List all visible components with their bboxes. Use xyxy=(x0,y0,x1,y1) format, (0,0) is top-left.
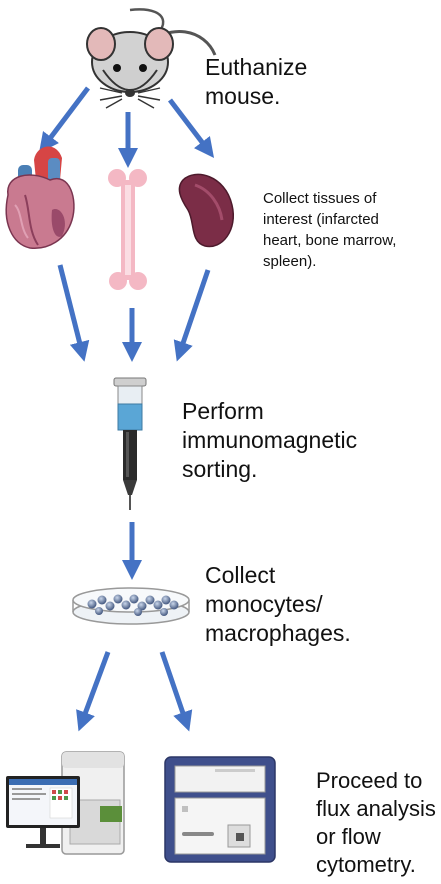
arrows-tissues-to-sorter xyxy=(57,264,211,362)
heart-icon xyxy=(5,146,75,249)
step-collect-tissues-label: Collect tissues of interest (infarcted h… xyxy=(263,190,397,270)
flux-analyzer-icon xyxy=(6,751,125,855)
step-euthanize-label: Euthanize mouse. xyxy=(205,54,308,109)
magnetic-sorter-icon xyxy=(113,377,147,510)
step-collect-cells-label: Collect monocytes/ macrophages. xyxy=(205,562,351,646)
petri-dish-icon xyxy=(72,587,190,625)
arrows-mouse-to-tissues xyxy=(38,86,215,168)
cells-icon xyxy=(87,594,179,616)
mouse-icon xyxy=(86,8,217,109)
flow-cytometer-icon xyxy=(164,756,276,863)
step-proceed-label: Proceed to flux analysis or flow cytomet… xyxy=(316,768,436,877)
arrows-dish-to-instruments xyxy=(76,651,193,732)
step-sort-label: Perform immunomagnetic sorting. xyxy=(182,398,358,482)
spleen-icon xyxy=(178,173,234,248)
bone-icon xyxy=(108,169,147,290)
